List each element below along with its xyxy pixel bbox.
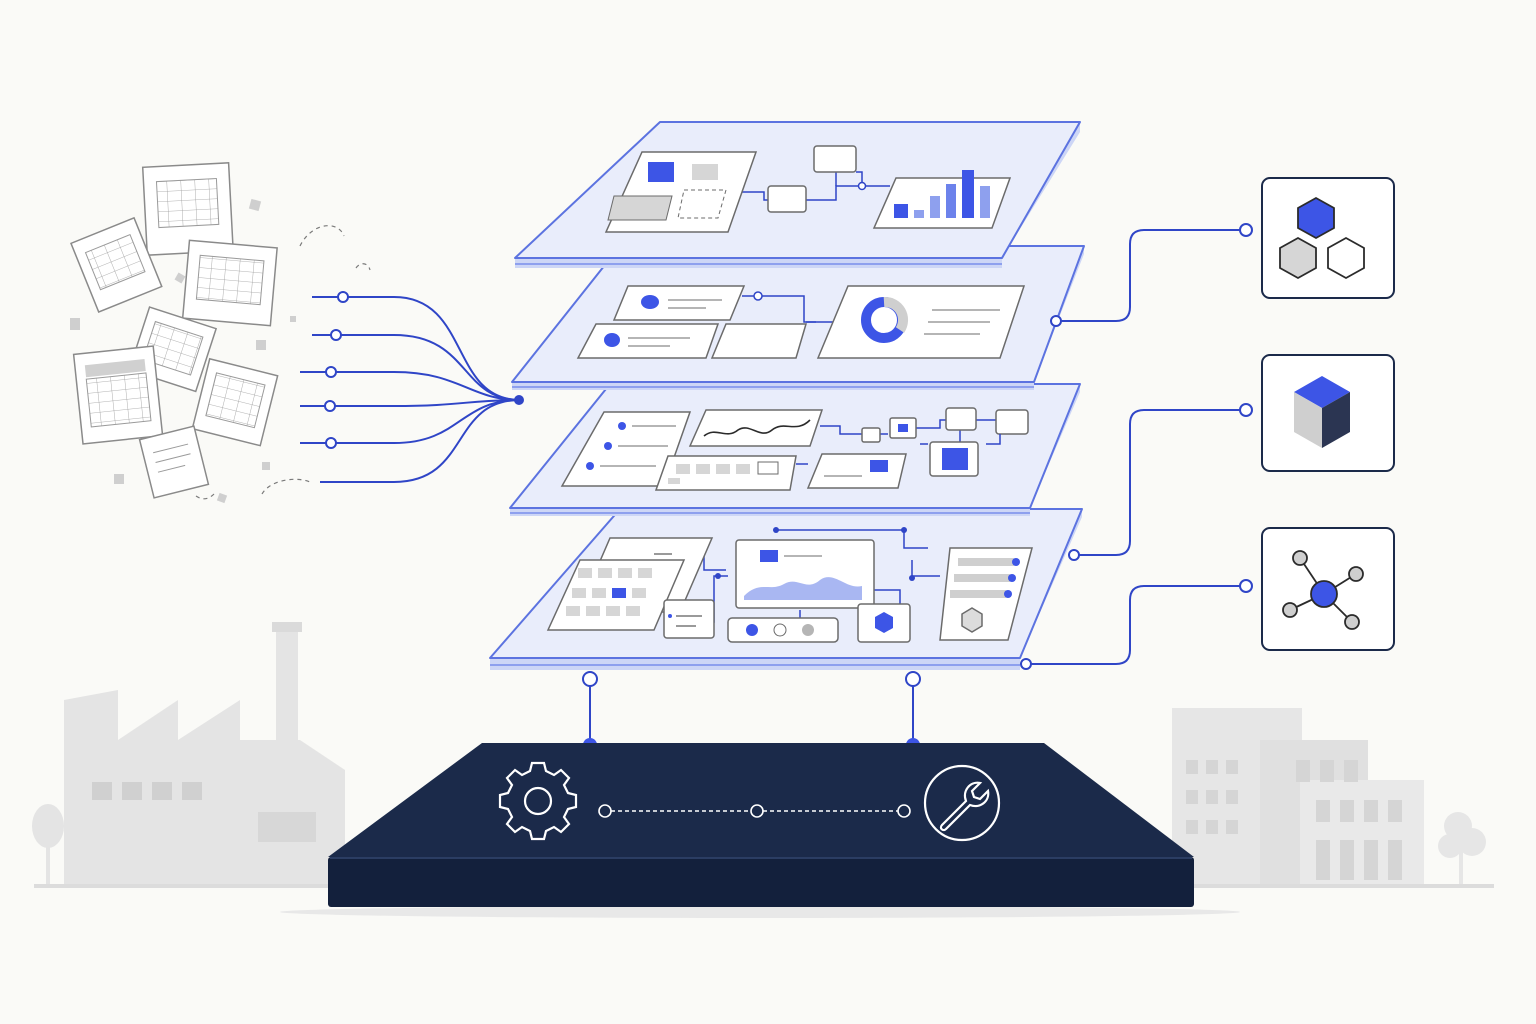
scattered-spreadsheet-documents	[70, 162, 371, 504]
tile-row-card	[654, 455, 797, 491]
output-connector-markers	[1020, 223, 1253, 670]
donut-chart-card	[816, 285, 1026, 359]
area-chart-card	[735, 539, 875, 609]
checklist-card	[939, 547, 1033, 641]
layer-4-data-grid-and-area-chart	[489, 508, 1083, 670]
spreadsheet-document	[181, 239, 278, 327]
wrench-icon	[923, 764, 1001, 842]
hexagon-cluster-icon	[1279, 196, 1365, 280]
empty-card	[710, 323, 808, 359]
hexagon-card	[857, 603, 911, 643]
card-with-square	[806, 453, 907, 489]
text-list-card	[560, 411, 692, 487]
output-connectors	[1028, 229, 1240, 665]
cube-box[interactable]	[1261, 354, 1395, 472]
network-node-icon	[1282, 550, 1364, 630]
line-chart-card	[688, 409, 824, 447]
factory-silhouette	[32, 622, 354, 888]
network-box[interactable]	[1261, 527, 1395, 651]
hexagon-cluster-box[interactable]	[1261, 177, 1395, 299]
input-line-markers	[324, 291, 349, 449]
document-page	[138, 425, 210, 499]
spreadsheet-document	[191, 357, 279, 447]
list-card	[663, 599, 715, 639]
gear-icon	[498, 761, 578, 841]
workflow-node	[767, 185, 807, 213]
input-data-lines	[300, 296, 521, 483]
workflow-nodes	[861, 407, 1029, 477]
layer-2-dashboard-with-donut-chart	[511, 245, 1085, 390]
profile-card	[576, 323, 720, 359]
profile-card	[612, 285, 746, 321]
input-convergence-point	[514, 395, 524, 405]
office-building-silhouette	[1168, 708, 1494, 888]
workflow-node	[813, 145, 857, 173]
data-grid-card	[546, 537, 714, 631]
layer-1-dashboard-with-bar-chart	[514, 121, 1081, 268]
bar-chart-card	[872, 170, 1012, 229]
spreadsheet-document	[70, 216, 163, 313]
spreadsheet-document	[141, 162, 234, 256]
process-link	[598, 804, 911, 818]
layer-3-workflow-with-line-chart	[509, 383, 1081, 516]
base-platform	[280, 743, 1240, 918]
status-pill	[727, 617, 839, 643]
spreadsheet-document	[72, 345, 164, 445]
summary-card	[604, 151, 758, 233]
cube-icon	[1294, 376, 1350, 448]
